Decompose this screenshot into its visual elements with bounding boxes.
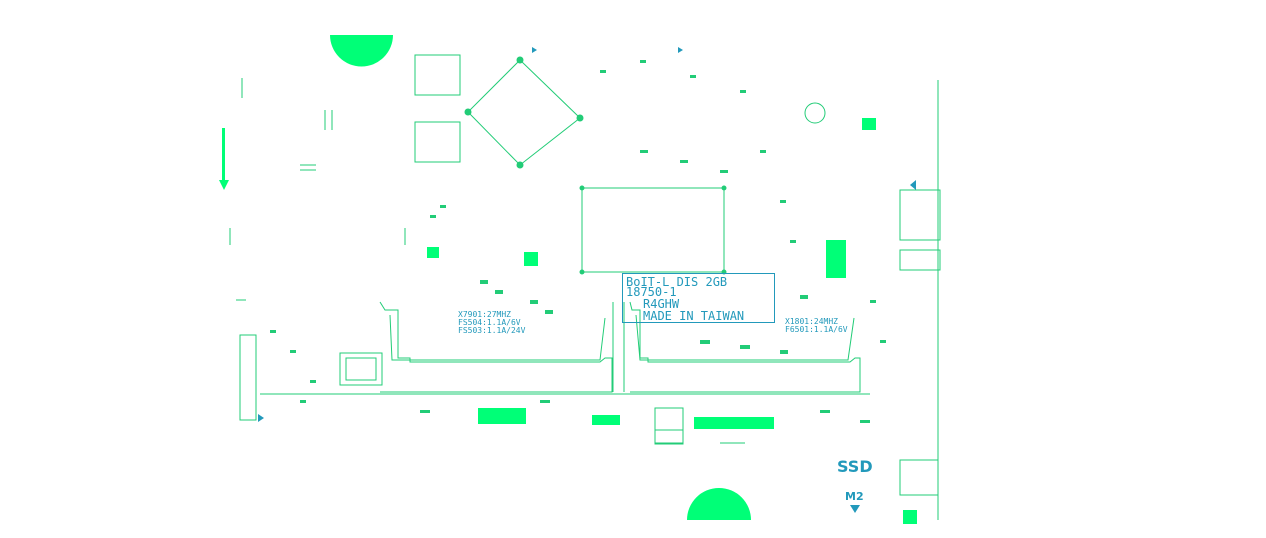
memory-chip-1 bbox=[414, 54, 461, 96]
ssd-label: SSD bbox=[837, 457, 873, 476]
silkscreen-label-box bbox=[622, 273, 775, 323]
mounting-hole-bottom bbox=[687, 488, 751, 520]
board-code-text: R4GHW bbox=[643, 297, 680, 311]
fuse-left-label-1: FS504:1.1A/6V bbox=[458, 318, 521, 327]
m2-label: M2 bbox=[845, 490, 864, 503]
board-number-text: 18750-1 bbox=[626, 285, 677, 299]
io-connector-left bbox=[239, 334, 257, 421]
memory-chip-2 bbox=[414, 121, 461, 163]
board-name-text: BoIT-L DIS 2GB bbox=[626, 275, 728, 289]
dimm-slot-left bbox=[379, 301, 613, 393]
dimm-slot-right bbox=[629, 301, 861, 393]
crystal-right-label: X1801:24MHZ bbox=[785, 317, 838, 326]
fuse-right-label: F6501:1.1A/6V bbox=[785, 325, 848, 334]
crystal-left-label: X7901:27MHZ bbox=[458, 310, 511, 319]
mounting-hole-top bbox=[330, 35, 393, 67]
soc-chip-outline bbox=[467, 59, 581, 166]
gpu-chip-outline bbox=[581, 187, 725, 273]
made-in-text: MADE IN TAIWAN bbox=[643, 309, 745, 323]
fuse-left-label-2: FS503:1.1A/24V bbox=[458, 326, 526, 335]
